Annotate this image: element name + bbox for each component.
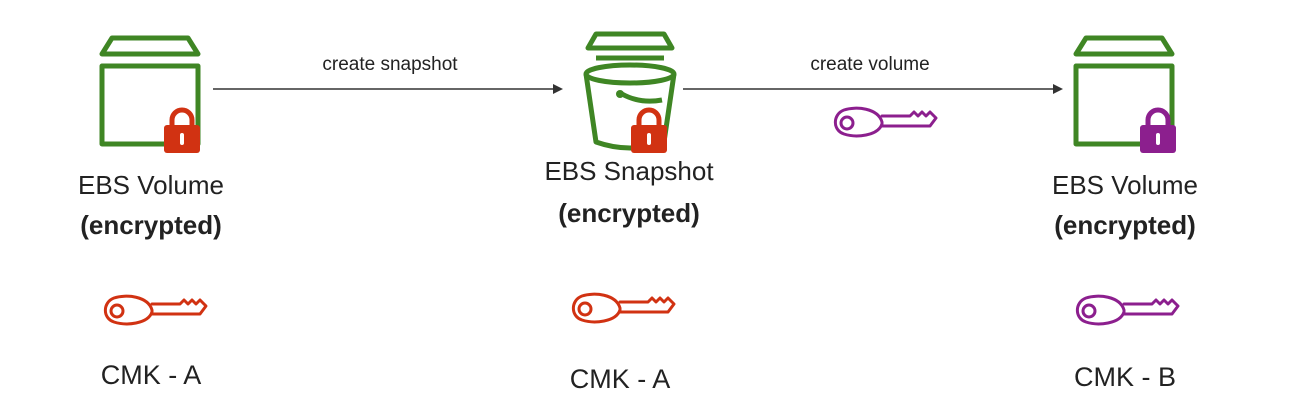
node-subtitle: (encrypted) — [1054, 210, 1196, 240]
node-title: EBS Snapshot — [544, 156, 714, 186]
lock-icon — [1140, 108, 1176, 154]
node-title: EBS Volume — [78, 170, 224, 200]
edge-label-create-volume: create volume — [810, 54, 930, 75]
node-ebs-volume-source: EBS Volume (encrypted) CMK - A — [60, 30, 260, 390]
cmk-label: CMK - A — [569, 364, 671, 394]
node-subtitle: (encrypted) — [80, 210, 222, 240]
edge-label-create-snapshot: create snapshot — [322, 54, 458, 75]
lock-icon — [164, 108, 200, 154]
lock-icon — [631, 108, 667, 154]
node-ebs-volume-target: EBS Volume (encrypted) CMK - B — [1034, 30, 1234, 392]
node-title: EBS Volume — [1052, 170, 1198, 200]
node-subtitle: (encrypted) — [558, 198, 700, 228]
cmk-label: CMK - A — [100, 360, 202, 390]
ebs-snapshot-bucket-icon — [583, 31, 677, 151]
cmk-label: CMK - B — [1073, 362, 1176, 392]
key-icon — [1075, 294, 1180, 326]
key-icon — [571, 292, 676, 324]
node-ebs-snapshot: EBS Snapshot (encrypted) CMK - A — [520, 28, 740, 398]
key-icon — [103, 294, 208, 326]
key-icon — [833, 106, 938, 138]
